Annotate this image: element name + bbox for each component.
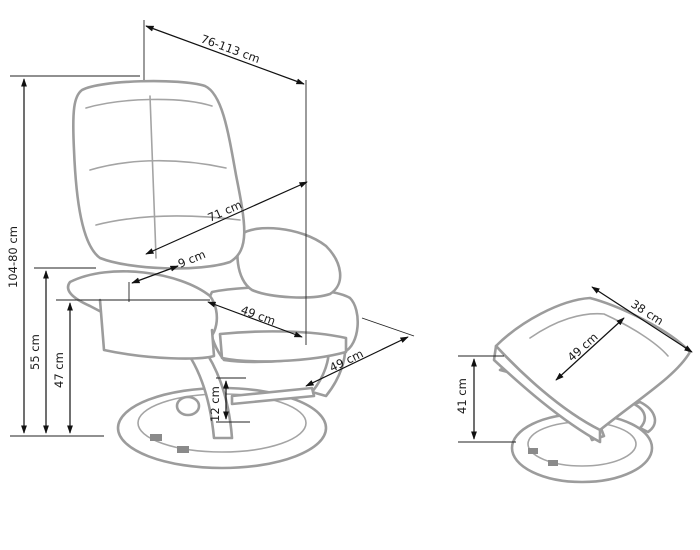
dim-seat-height-label: 47 cm [52,352,66,388]
dim-footrest-clearance-label: 12 cm [208,386,222,422]
footstool-drawing [492,296,692,484]
dim-total-height-label: 104-80 cm [6,226,20,288]
dim-armrest-height-label: 55 cm [28,334,42,370]
dim-stool-height-label: 41 cm [455,378,469,414]
